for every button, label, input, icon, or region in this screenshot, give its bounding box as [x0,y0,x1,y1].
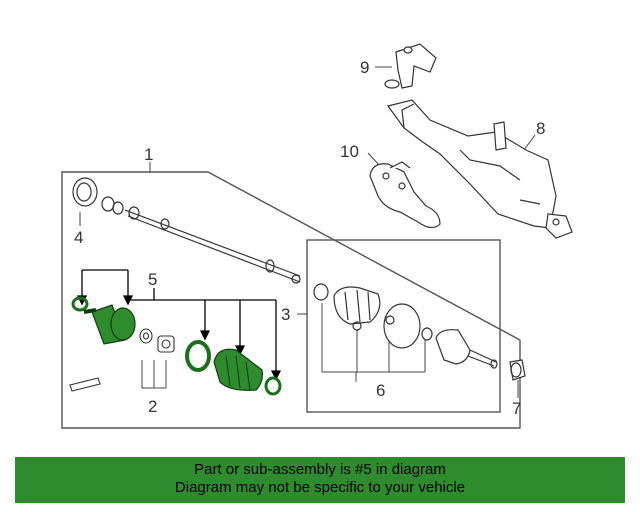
callout-8: 8 [536,119,545,138]
callout-2: 2 [148,397,157,416]
banner-line-2: Diagram may not be specific to your vehi… [174,479,466,496]
callout-4: 4 [74,228,83,247]
inner-boot [213,348,263,391]
part-9-bracket [384,43,437,89]
callout-10: 10 [340,142,359,161]
outer-joint-kit-box [306,239,501,413]
callout-3: 3 [281,305,290,324]
callout-6: 6 [376,381,385,400]
part-10-bracket [369,161,441,229]
banner-line-1: Part or sub-assembly is #5 in diagram [194,461,446,478]
sub-assembly-5-bracket [76,269,282,381]
drive-shaft [124,206,301,284]
callout-7: 7 [512,399,521,418]
callout-9: 9 [360,58,369,77]
notice-banner: Part or sub-assembly is #5 in diagram Di… [15,457,625,503]
callout-1: 1 [144,145,153,164]
part-8-shield [386,99,573,239]
part-7-nut [509,359,526,381]
small-clamp-left [71,296,89,312]
leader-lines [79,66,536,398]
inner-joint-housing [83,304,136,345]
part-3-outer-joint-parts [313,283,498,369]
callout-5: 5 [148,270,157,289]
part-2-hardware [69,328,175,392]
boot-band-small [264,376,282,396]
boot-band-large [185,340,211,372]
parts-diagram: 1 2 3 4 5 6 7 8 9 10 [61,43,573,429]
axle-assembly-outline [61,171,521,429]
sub-assembly-5-parts [71,296,282,396]
part-4-boot [72,177,124,215]
